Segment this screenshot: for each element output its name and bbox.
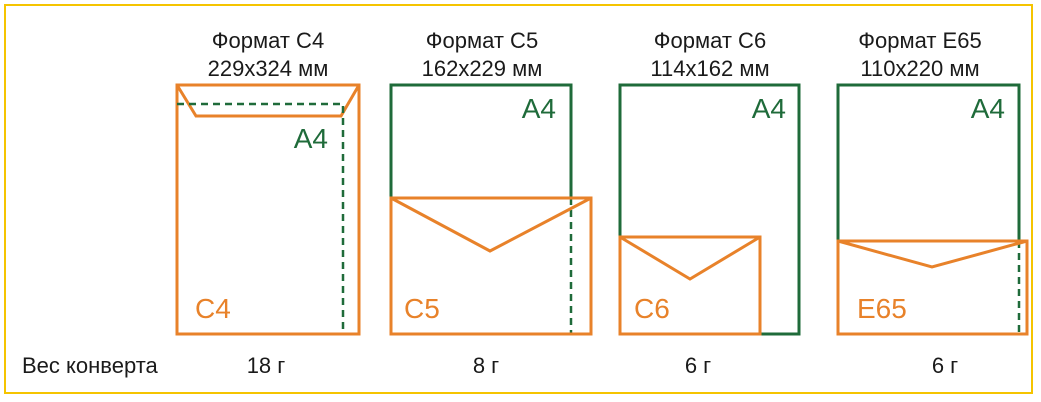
c4-envelope-outline (175, 83, 361, 336)
weight-row-label: Вес конверта (22, 353, 159, 378)
c5-a4-label: A4 (522, 93, 556, 124)
c5-a4-sheet (389, 83, 573, 198)
c5-weight: 8 г (473, 353, 499, 378)
format-c4-size: 229x324 мм (208, 56, 329, 81)
c5-illustration: A4 C5 (389, 83, 593, 336)
format-c6-title: Формат С6 (654, 28, 766, 53)
e65-envelope-outline (836, 239, 1029, 336)
c5-envelope-label: C5 (404, 293, 440, 324)
format-c4-title: Формат С4 (212, 28, 324, 53)
e65-envelope-flap (837, 239, 1028, 269)
c4-envelope-flap (175, 84, 361, 118)
e65-envelope-label: E65 (857, 293, 907, 324)
format-e65-title: Формат Е65 (858, 28, 981, 53)
c4-a4-label: A4 (294, 123, 328, 154)
e65-illustration: A4 E65 (836, 83, 1029, 336)
e65-a4-sheet (836, 83, 1021, 241)
c6-a4-label: A4 (752, 93, 786, 124)
c6-envelope-label: C6 (634, 293, 670, 324)
format-c5-title: Формат С5 (426, 28, 538, 53)
format-c5-size: 162x229 мм (422, 56, 543, 81)
diagram-frame (4, 4, 1033, 394)
c6-envelope-flap (619, 235, 761, 281)
c6-illustration: A4 C6 (618, 83, 801, 336)
c5-envelope-outline (389, 196, 593, 336)
e65-a4-label: A4 (971, 93, 1005, 124)
e65-weight: 6 г (932, 353, 958, 378)
format-c6-size: 114x162 мм (650, 56, 769, 81)
format-e65-size: 110x220 мм (860, 56, 979, 81)
c6-weight: 6 г (685, 353, 711, 378)
c4-illustration: A4 C4 (175, 83, 361, 336)
c4-weight: 18 г (247, 353, 286, 378)
c6-a4-sheet (618, 83, 801, 336)
c5-envelope-flap (390, 196, 592, 253)
c6-envelope-outline (618, 235, 762, 336)
c4-envelope-label: C4 (195, 293, 231, 324)
